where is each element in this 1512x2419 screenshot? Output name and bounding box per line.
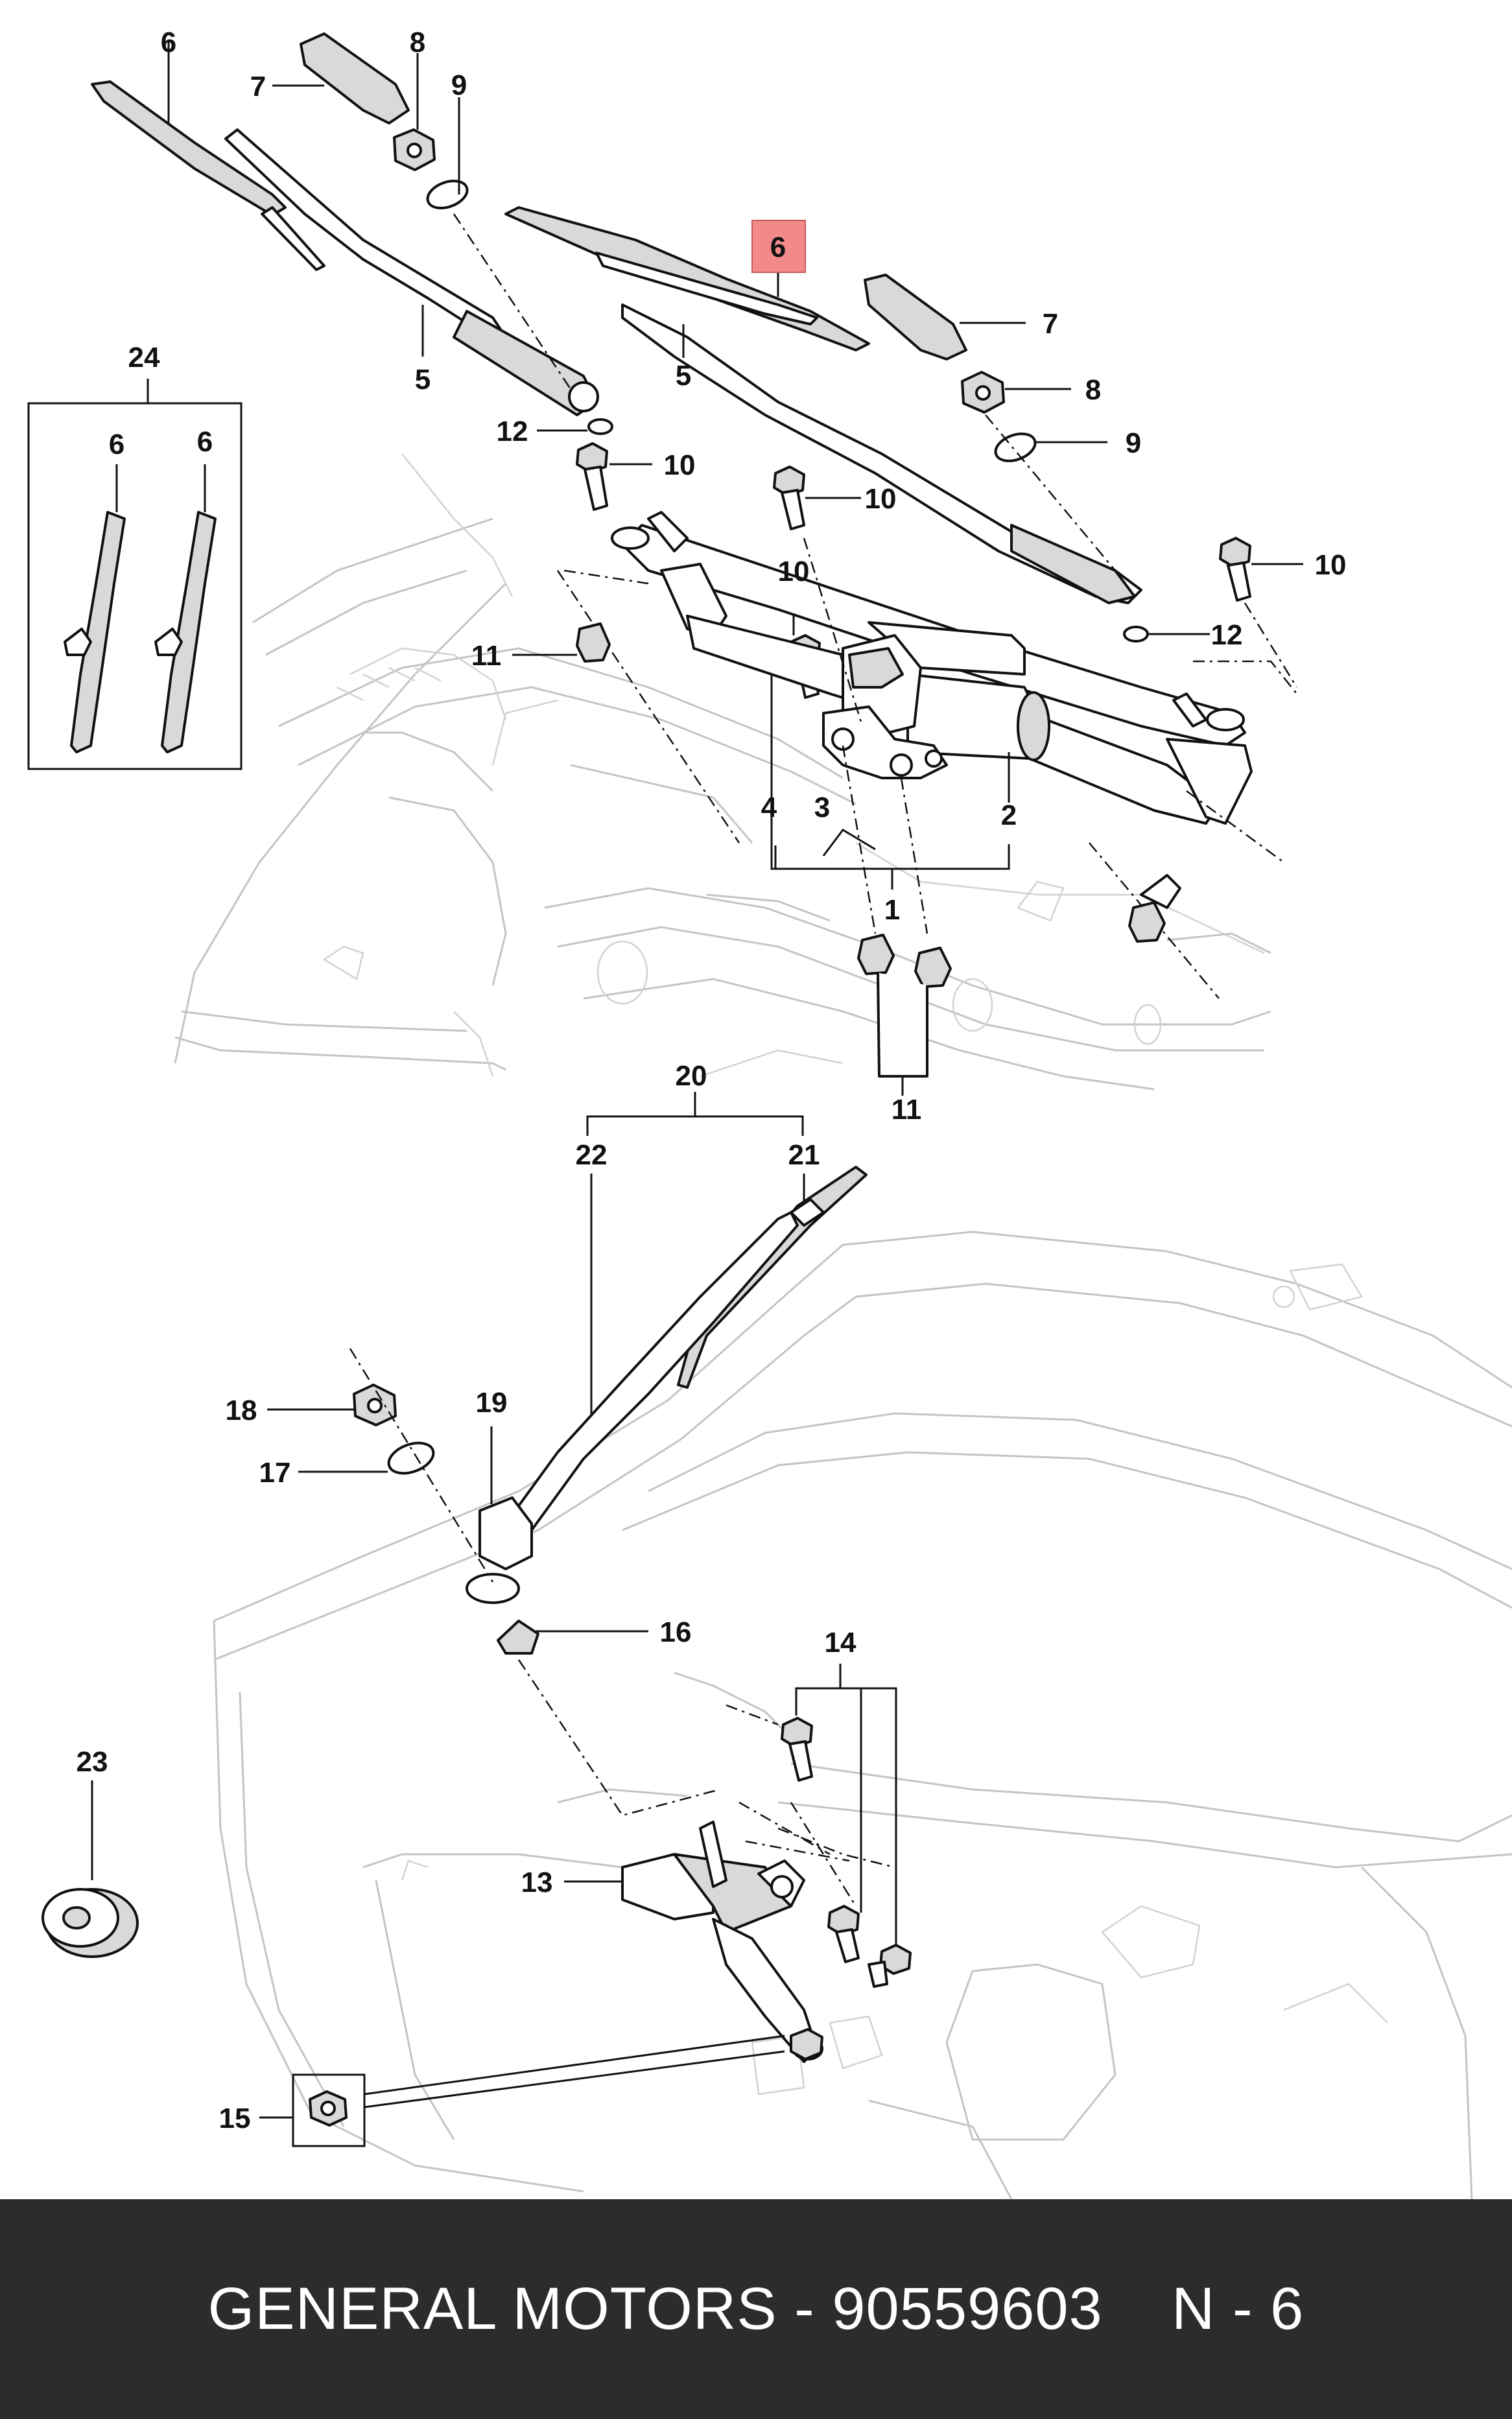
footer-caption-bar: GENERAL MOTORS - 90559603 N - 6 [0, 2199, 1512, 2419]
callout-12: 12 [1211, 619, 1243, 651]
callout-9: 9 [451, 69, 467, 101]
callout-10: 10 [1315, 549, 1347, 581]
callout-18: 18 [226, 1395, 257, 1426]
footer-gap [1103, 2275, 1172, 2343]
callout-19: 19 [476, 1387, 508, 1419]
callout-10: 10 [865, 483, 897, 515]
callout-4: 4 [761, 792, 777, 823]
callout-2: 2 [1001, 799, 1017, 831]
callout-13: 13 [521, 1867, 553, 1898]
callout-12: 12 [497, 416, 528, 447]
callout-9: 9 [1126, 427, 1141, 459]
callout-21: 21 [788, 1139, 820, 1171]
callout-6: 6 [161, 27, 176, 58]
front-wiper-assembly [91, 32, 1303, 1096]
callout-7: 7 [250, 71, 266, 102]
callout-labels: 6 7 8 9 6 7 5 5 8 24 6 6 12 9 10 10 10 1… [77, 27, 1347, 2134]
callout-20: 20 [676, 1060, 707, 1092]
callout-6-inset: 6 [197, 426, 213, 458]
callout-14: 14 [825, 1627, 856, 1658]
inset-wiper-blades-box [27, 379, 242, 770]
callout-11: 11 [471, 640, 502, 672]
footer-reference: N - 6 [1171, 2276, 1305, 2342]
footer-part-number: 90559603 [832, 2276, 1103, 2342]
footer-brand: GENERAL MOTORS [207, 2276, 777, 2342]
callout-1: 1 [884, 894, 900, 926]
callout-17: 17 [259, 1457, 291, 1489]
callout-6-inset: 6 [109, 429, 124, 460]
callout-22: 22 [576, 1139, 608, 1171]
callout-10: 10 [778, 556, 810, 587]
highlighted-part-marker [751, 220, 806, 273]
callout-24: 24 [128, 342, 160, 373]
rear-wiper-assembly [41, 1092, 912, 2147]
callout-16: 16 [660, 1616, 692, 1648]
rear-trunk-body-outline [213, 1231, 1512, 2199]
callout-5: 5 [676, 360, 691, 392]
callout-15: 15 [219, 2103, 251, 2134]
footer-separator: - [777, 2276, 833, 2342]
callout-5: 5 [415, 364, 431, 395]
callout-6-highlighted: 6 [770, 231, 786, 263]
callout-3: 3 [814, 792, 830, 823]
callout-8: 8 [1085, 374, 1101, 406]
wiper-parts-diagram: 6 7 8 9 6 7 5 5 8 24 6 6 12 9 10 10 10 1… [27, 27, 1512, 2199]
callout-23: 23 [77, 1746, 108, 1778]
callout-8: 8 [410, 27, 425, 58]
callout-11: 11 [892, 1094, 922, 1126]
callout-7: 7 [1043, 308, 1058, 340]
callout-10: 10 [664, 449, 696, 481]
